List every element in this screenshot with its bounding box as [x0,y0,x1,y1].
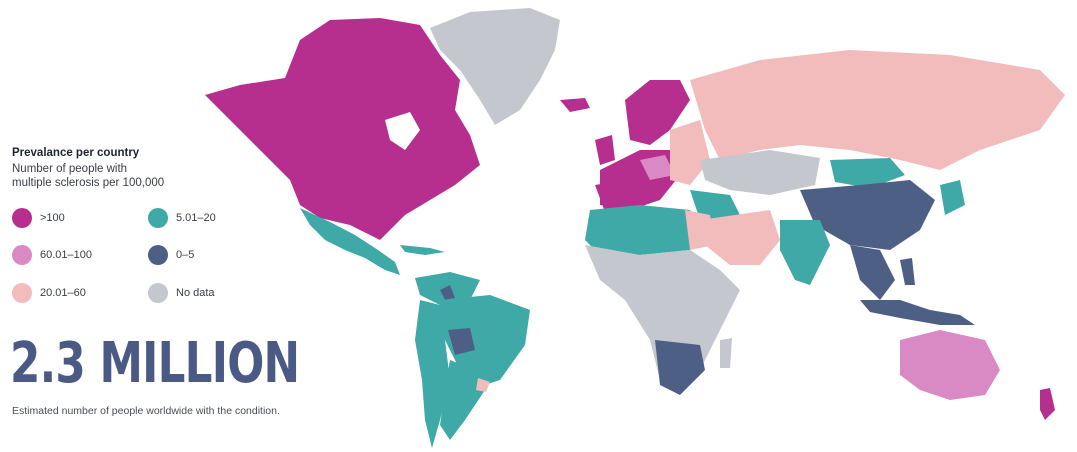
region-sa-north-nodata [440,285,455,300]
region-south-africa [655,340,705,395]
region-caribbean [400,245,445,255]
legend-swatch-gt100 [12,208,32,228]
region-egypt [685,210,715,250]
region-australia [900,330,1000,400]
region-japan [940,180,965,215]
region-indonesia [860,300,975,325]
region-north-africa [585,205,705,255]
headline-figure: 2.3 MILLION [10,331,300,396]
legend-label-60-100: 60.01–100 [40,249,92,261]
region-russia [690,50,1065,170]
legend-swatch-60-100 [12,245,32,265]
legend-swatch-20-60 [12,283,32,303]
legend-label-20-60: 20.01–60 [40,287,86,299]
legend-label-5-20: 5.01–20 [176,212,216,224]
region-arabia-iran [700,210,780,265]
headline-caption: Estimated number of people worldwide wit… [12,405,280,417]
region-se-asia [850,245,895,300]
region-uruguay [476,378,490,392]
region-eastern-europe [670,120,710,185]
region-central-europe [640,155,675,180]
legend-swatch-5-20 [148,208,168,228]
legend-label-gt100: >100 [40,212,65,224]
legend-swatch-no-data [148,283,168,303]
region-bolivia [448,328,475,355]
legend-subtitle-line2: multiple sclerosis per 100,000 [12,177,165,189]
region-new-zealand [1040,388,1055,420]
legend-title: Prevalance per country [12,147,140,159]
region-uk [595,135,615,165]
region-philippines [900,258,915,285]
region-greenland [430,8,560,125]
legend-subtitle-line1: Number of people with [12,163,128,175]
region-central-asia [700,150,820,195]
region-scandinavia [625,80,690,145]
region-iberia [595,180,630,212]
region-india [780,220,830,285]
region-mexico [300,208,400,275]
region-mongolia [830,158,905,188]
region-north-america [205,18,480,240]
region-argentina [440,360,485,440]
legend-label-no-data: No data [176,287,215,299]
legend-swatch-0-5 [148,245,168,265]
region-peru-chile [415,300,450,448]
region-china [800,180,935,250]
region-hudson-bay [385,112,420,150]
legend-label-0-5: 0–5 [176,249,195,261]
region-madagascar [720,338,732,368]
region-iceland [560,98,590,112]
legend-subtitle: Number of people with multiple sclerosis… [12,162,242,190]
